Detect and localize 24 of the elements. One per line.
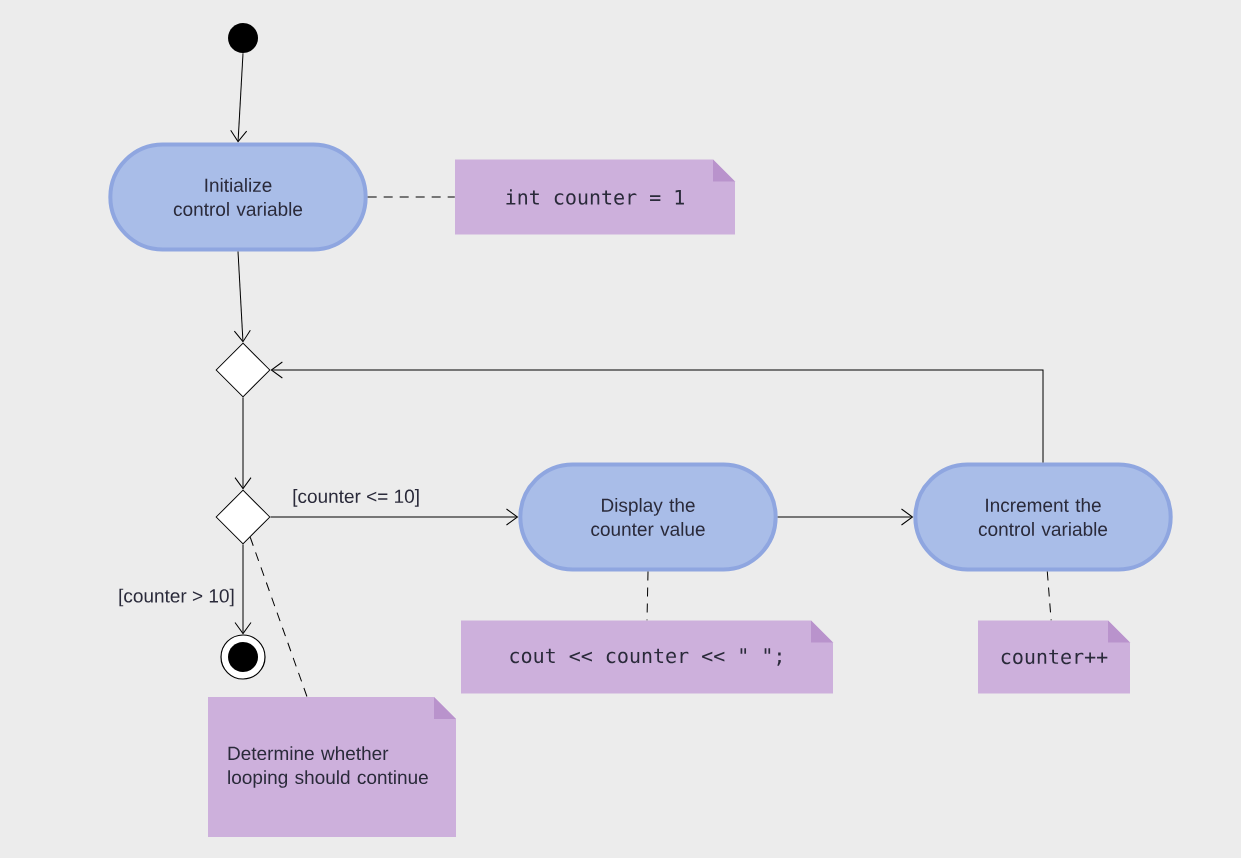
note: Determine whether looping should continue — [208, 697, 456, 837]
arrow — [777, 508, 913, 526]
arrow — [233, 251, 251, 343]
action-box: Initialize control variable — [108, 142, 368, 252]
arrow — [230, 52, 248, 143]
arrow — [270, 508, 518, 526]
edge-label: [counter <= 10] — [290, 487, 422, 509]
note: counter++ — [978, 620, 1130, 694]
arrow — [270, 361, 1044, 463]
connector-line — [367, 196, 456, 198]
connector-line — [646, 571, 649, 621]
decision-diamond — [215, 342, 271, 398]
note: cout << counter << " "; — [461, 620, 833, 694]
arrow — [234, 544, 252, 635]
action-box: Increment the control variable — [913, 462, 1173, 572]
note: int counter = 1 — [455, 159, 735, 235]
edge-label: [counter > 10] — [116, 586, 237, 609]
connector-line — [249, 536, 308, 698]
action-box: Display the counter value — [518, 462, 778, 572]
final-node — [220, 634, 266, 680]
decision-diamond — [215, 489, 271, 545]
arrow — [234, 397, 252, 490]
connector-line — [1046, 571, 1052, 621]
start-node — [228, 23, 258, 53]
